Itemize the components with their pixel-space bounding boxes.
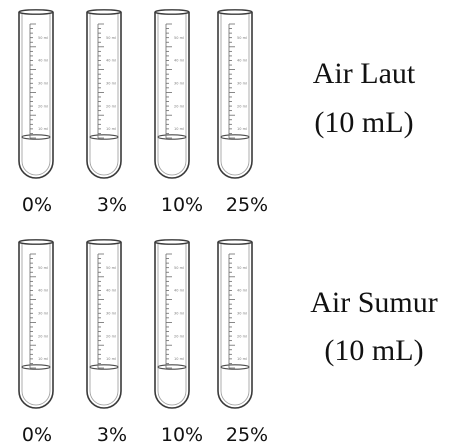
concentration-label-3pct: 3%	[97, 424, 127, 446]
scale-label: 40 ml	[237, 289, 247, 293]
scale-label: 50 ml	[38, 36, 48, 40]
tube-inner-wall	[89, 244, 119, 406]
concentration-label-3pct: 3%	[97, 194, 127, 216]
tube-wall	[86, 12, 122, 179]
tube-wall	[86, 242, 122, 409]
tube-rim	[154, 239, 190, 245]
liquid-surface	[21, 134, 51, 140]
concentration-label-0pct: 0%	[22, 194, 52, 216]
scale-label: 40 ml	[174, 59, 184, 63]
scale-label: 30 ml	[106, 81, 116, 85]
tube-wall	[154, 12, 190, 179]
scale-label: 10 ml	[38, 357, 48, 361]
group-title-line1: Air Laut	[313, 57, 416, 90]
scale-label: 30 ml	[106, 311, 116, 315]
scale-label: 30 ml	[237, 311, 247, 315]
scale-label: 20 ml	[38, 104, 48, 108]
tube-inner-wall	[157, 244, 187, 406]
liquid-surface	[157, 364, 187, 370]
group-title-line2: (10 mL)	[314, 106, 413, 139]
tube-wall	[18, 12, 54, 179]
scale-label: 10 ml	[106, 357, 116, 361]
liquid-surface	[157, 134, 187, 140]
tube-inner-wall	[220, 14, 250, 176]
tube-rim	[86, 239, 122, 245]
tube-rim	[217, 9, 253, 15]
tube-wall	[217, 12, 253, 179]
scale-label: 30 ml	[237, 81, 247, 85]
test-tube: 50 ml 40 ml 30 ml 20 ml 10 ml	[154, 9, 190, 179]
scale-label: 20 ml	[237, 104, 247, 108]
tube-inner-wall	[21, 14, 51, 176]
concentration-label-25pct: 25%	[226, 194, 268, 216]
tube-inner-wall	[89, 14, 119, 176]
liquid-surface	[220, 134, 250, 140]
scale-label: 40 ml	[38, 289, 48, 293]
group-air-sumur: 50 ml 40 ml 30 ml 20 ml 10 ml 50 ml 40 ml 30 ml…	[18, 239, 438, 446]
test-tube: 50 ml 40 ml 30 ml 20 ml 10 ml	[18, 9, 54, 179]
scale-label: 40 ml	[106, 59, 116, 63]
group-title-line2: (10 mL)	[324, 334, 423, 367]
scale-label: 10 ml	[237, 357, 247, 361]
tube-wall	[217, 242, 253, 409]
test-tube: 50 ml 40 ml 30 ml 20 ml 10 ml	[18, 239, 54, 409]
tube-rim	[18, 9, 54, 15]
tube-row-air-laut: 50 ml 40 ml 30 ml 20 ml 10 ml 50 ml 40 ml 30 ml…	[18, 9, 253, 179]
test-tube: 50 ml 40 ml 30 ml 20 ml 10 ml	[154, 239, 190, 409]
concentration-label-10pct: 10%	[161, 194, 203, 216]
scale-label: 50 ml	[106, 36, 116, 40]
concentration-label-25pct: 25%	[226, 424, 268, 446]
scale-label: 30 ml	[174, 81, 184, 85]
tube-inner-wall	[21, 244, 51, 406]
scale-label: 10 ml	[106, 127, 116, 131]
scale-label: 30 ml	[174, 311, 184, 315]
test-tube: 50 ml 40 ml 30 ml 20 ml 10 ml	[86, 239, 122, 409]
tube-rim	[86, 9, 122, 15]
scale-label: 50 ml	[237, 36, 247, 40]
test-tube: 50 ml 40 ml 30 ml 20 ml 10 ml	[217, 239, 253, 409]
test-tube: 50 ml 40 ml 30 ml 20 ml 10 ml	[217, 9, 253, 179]
scale-label: 40 ml	[106, 289, 116, 293]
scale-label: 20 ml	[174, 334, 184, 338]
liquid-surface	[89, 134, 119, 140]
tube-rim	[154, 9, 190, 15]
scale-label: 50 ml	[174, 266, 184, 270]
scale-label: 20 ml	[106, 104, 116, 108]
scale-label: 30 ml	[38, 311, 48, 315]
scale-label: 10 ml	[174, 357, 184, 361]
scale-label: 50 ml	[106, 266, 116, 270]
scale-label: 50 ml	[38, 266, 48, 270]
scale-label: 20 ml	[174, 104, 184, 108]
tube-row-air-sumur: 50 ml 40 ml 30 ml 20 ml 10 ml 50 ml 40 ml 30 ml…	[18, 239, 253, 409]
group-air-laut: 50 ml 40 ml 30 ml 20 ml 10 ml 50 ml 40 ml 30 ml…	[18, 9, 416, 216]
scale-label: 50 ml	[174, 36, 184, 40]
tube-wall	[154, 242, 190, 409]
tube-rim	[18, 239, 54, 245]
tube-inner-wall	[220, 244, 250, 406]
scale-label: 10 ml	[174, 127, 184, 131]
scale-label: 40 ml	[174, 289, 184, 293]
tube-wall	[18, 242, 54, 409]
test-tube: 50 ml 40 ml 30 ml 20 ml 10 ml	[86, 9, 122, 179]
scale-label: 20 ml	[237, 334, 247, 338]
scale-label: 40 ml	[38, 59, 48, 63]
liquid-surface	[220, 364, 250, 370]
tube-rim	[217, 239, 253, 245]
group-title-line1: Air Sumur	[310, 286, 438, 319]
tube-inner-wall	[157, 14, 187, 176]
liquid-surface	[89, 364, 119, 370]
liquid-surface	[21, 364, 51, 370]
scale-label: 40 ml	[237, 59, 247, 63]
scale-label: 10 ml	[237, 127, 247, 131]
concentration-label-0pct: 0%	[22, 424, 52, 446]
scale-label: 20 ml	[106, 334, 116, 338]
concentration-label-10pct: 10%	[161, 424, 203, 446]
scale-label: 30 ml	[38, 81, 48, 85]
scale-label: 50 ml	[237, 266, 247, 270]
scale-label: 10 ml	[38, 127, 48, 131]
scale-label: 20 ml	[38, 334, 48, 338]
